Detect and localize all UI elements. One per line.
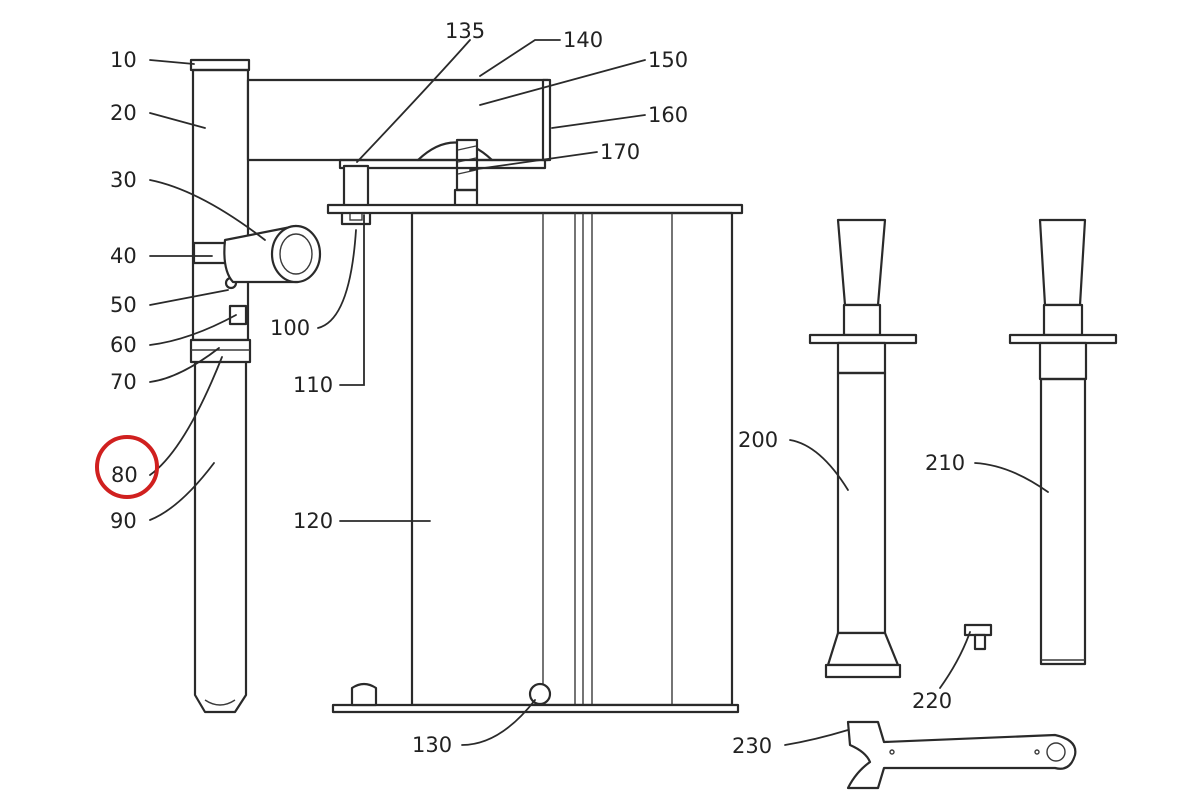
arm-lower-bar <box>338 158 547 170</box>
label-230: 230 <box>732 734 772 758</box>
arm-end-cap-160 <box>541 78 552 162</box>
leader-130 <box>461 699 536 746</box>
tool-210-shaft <box>1039 377 1087 666</box>
tank-lid <box>326 203 744 215</box>
label-140: 140 <box>563 28 603 52</box>
label-60: 60 <box>110 333 137 357</box>
label-210: 210 <box>925 451 965 475</box>
tank-foot <box>350 682 378 707</box>
tank-base <box>331 703 740 714</box>
label-170: 170 <box>600 140 640 164</box>
leader-lines <box>149 39 1049 746</box>
tool-200-handle <box>836 218 887 307</box>
bolt-thread-1 <box>457 145 477 151</box>
label-130: 130 <box>412 733 452 757</box>
leader-80 <box>149 356 223 476</box>
bolt-thread-3 <box>457 169 477 175</box>
label-135: 135 <box>445 19 485 43</box>
tool-200-collar <box>836 341 887 375</box>
leader-160 <box>551 114 646 129</box>
label-160: 160 <box>648 103 688 127</box>
leader-210 <box>974 462 1049 493</box>
leader-110 <box>339 214 365 386</box>
label-110: 110 <box>293 373 333 397</box>
label-200: 200 <box>738 428 778 452</box>
fitting-220-body <box>973 633 987 651</box>
tool-200-neck <box>842 303 882 337</box>
leader-20 <box>149 112 206 129</box>
leader-170 <box>469 151 598 171</box>
highlight-circle <box>95 435 159 499</box>
leader-100 <box>317 229 357 329</box>
vertical-column <box>189 58 252 714</box>
tool-200-foot <box>826 631 900 667</box>
column-tip <box>204 699 236 706</box>
tool-200-flange <box>808 333 918 345</box>
leader-135 <box>356 39 471 163</box>
wrench-body <box>846 720 1077 790</box>
leader-200 <box>789 439 849 491</box>
label-100: 100 <box>270 316 310 340</box>
tool-210-neck <box>1042 303 1084 337</box>
leader-50 <box>149 289 229 306</box>
nozzle-body <box>342 164 370 208</box>
label-50: 50 <box>110 293 137 317</box>
label-40: 40 <box>110 244 137 268</box>
column-lower-tube <box>193 360 248 714</box>
leader-70 <box>149 347 220 383</box>
fitting-220 <box>963 623 993 651</box>
tank <box>326 203 744 714</box>
label-150: 150 <box>648 48 688 72</box>
wrench-mark-1 <box>889 749 895 755</box>
label-80: 80 <box>111 463 138 487</box>
pipe-stub-40 <box>192 241 228 265</box>
leader-90 <box>149 462 215 521</box>
wrench-ring <box>1046 742 1066 762</box>
drain-valve-130 <box>528 682 552 706</box>
arm-body <box>246 78 550 162</box>
label-90: 90 <box>110 509 137 533</box>
leader-150 <box>479 59 646 106</box>
tool-200-base <box>824 663 902 679</box>
side-pipe <box>192 224 322 284</box>
arm-dome <box>416 141 494 162</box>
fitting-60 <box>228 304 248 326</box>
leader-220 <box>939 631 971 689</box>
tool-200-shaft <box>836 371 887 635</box>
tool-210 <box>1008 218 1118 666</box>
leader-10 <box>149 59 195 65</box>
label-10: 10 <box>110 48 137 72</box>
label-120: 120 <box>293 509 333 533</box>
tank-body <box>410 211 734 707</box>
tool-200 <box>808 218 918 679</box>
label-20: 20 <box>110 101 137 125</box>
tool-210-flange <box>1008 333 1118 345</box>
label-70: 70 <box>110 370 137 394</box>
column-tube <box>191 68 250 342</box>
tool-210-handle <box>1038 218 1087 307</box>
column-cap <box>189 58 251 72</box>
tool-210-collar <box>1038 341 1088 381</box>
leader-230 <box>784 729 849 746</box>
leader-30 <box>149 179 266 241</box>
part-labels: 10 20 30 40 50 60 70 80 90 100 110 120 1… <box>110 19 965 758</box>
wrench-mark-2 <box>1034 749 1040 755</box>
label-30: 30 <box>110 168 137 192</box>
pipe-mouth-inner <box>279 233 313 275</box>
horizontal-arm <box>246 78 552 226</box>
leader-60 <box>149 314 237 346</box>
wrench-230 <box>846 720 1077 790</box>
label-220: 220 <box>912 689 952 713</box>
leader-140 <box>479 39 561 77</box>
